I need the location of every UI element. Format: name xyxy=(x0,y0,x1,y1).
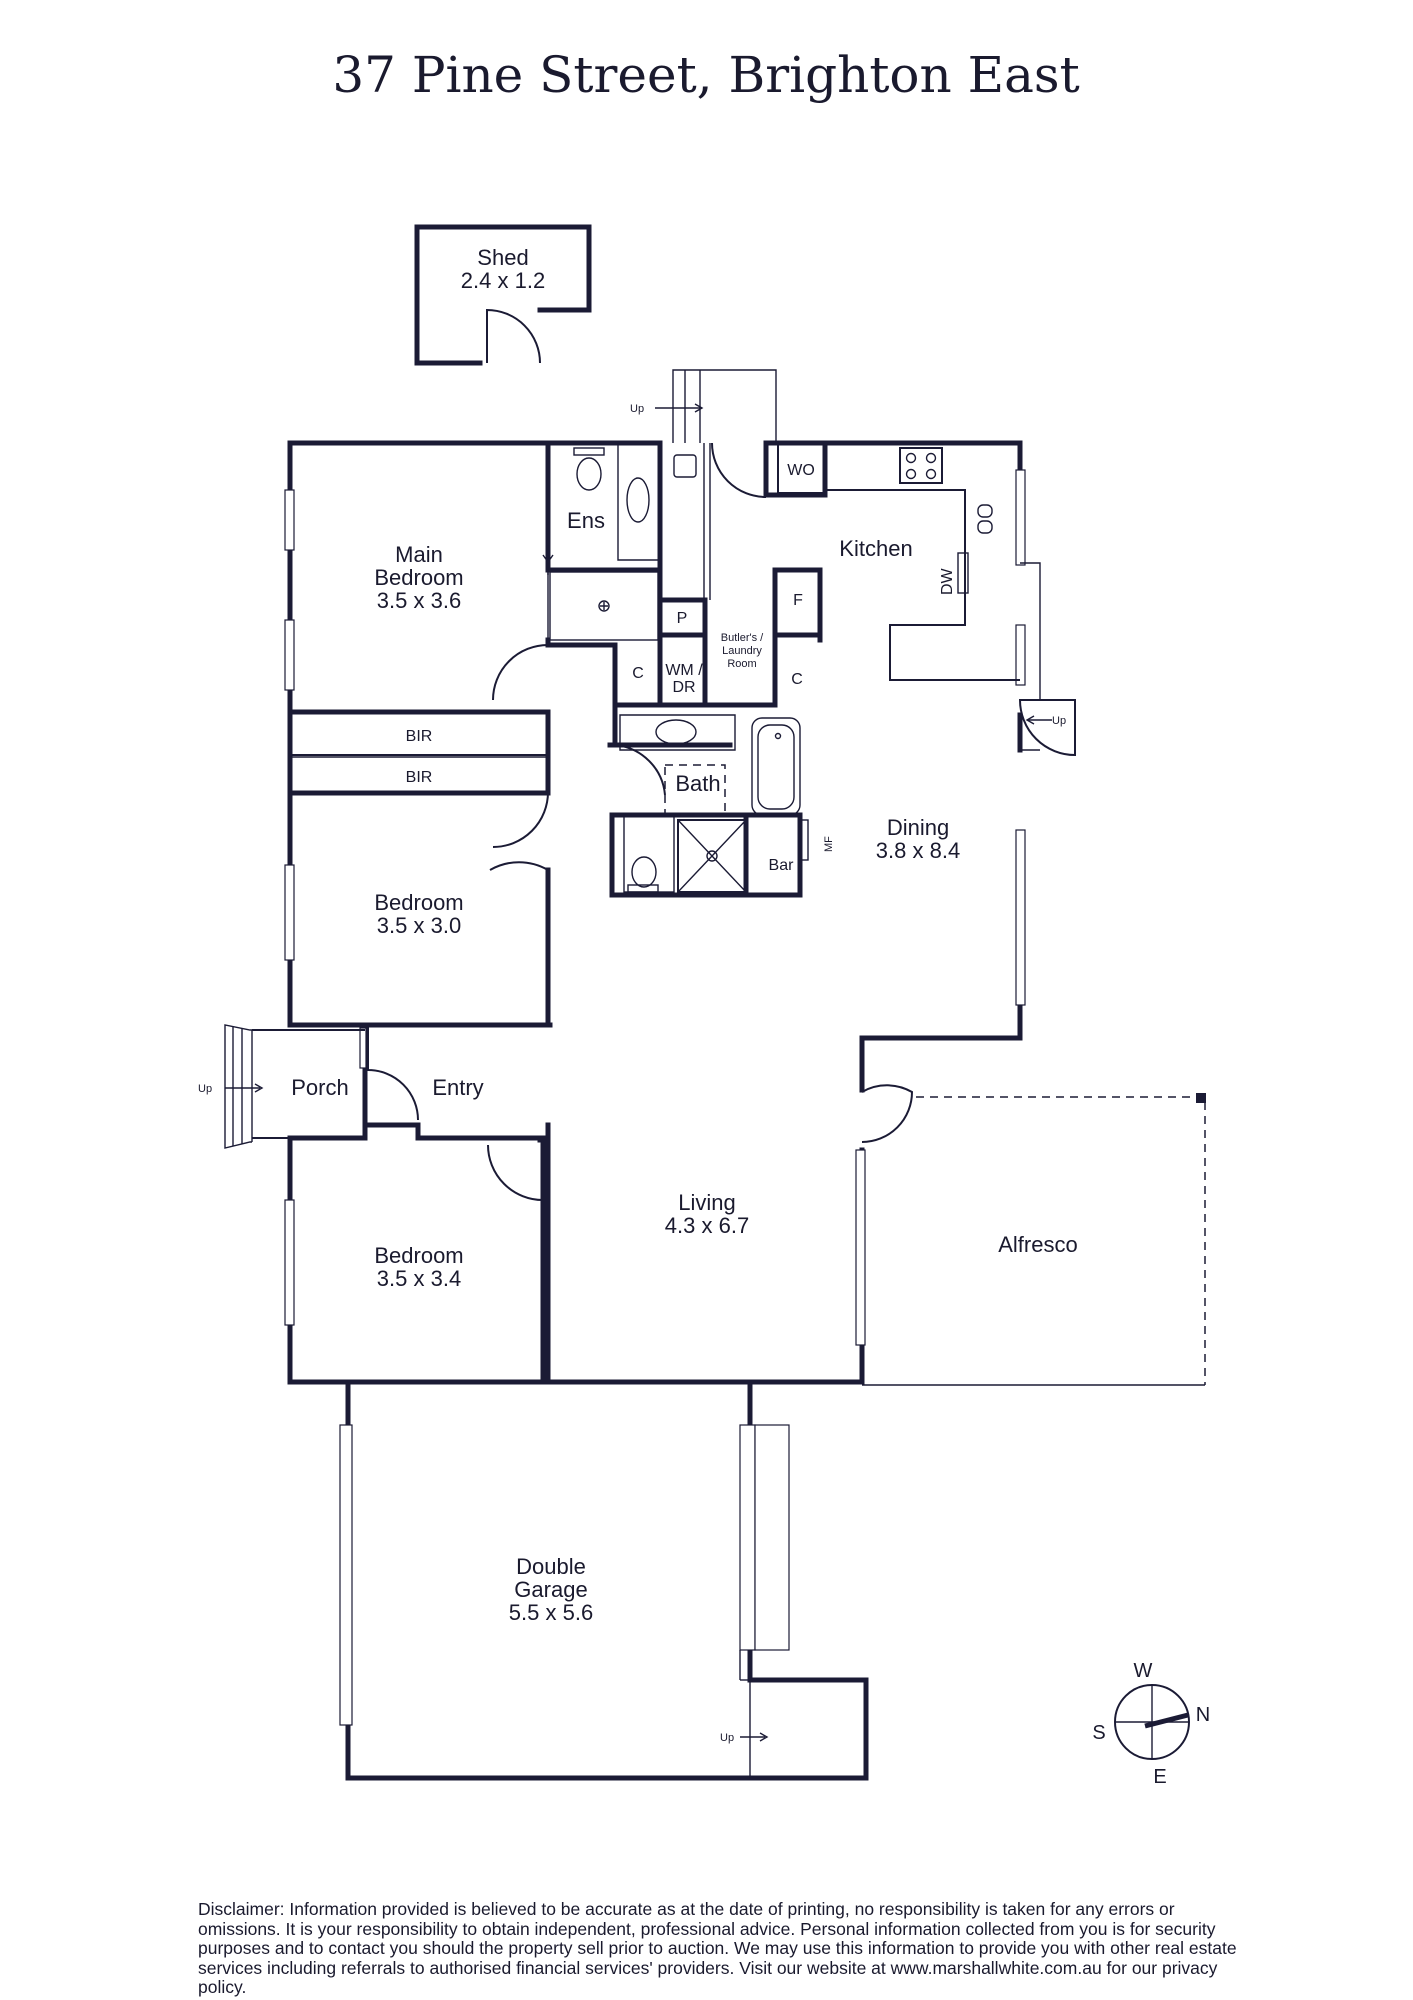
shed: Shed 2.4 x 1.2 xyxy=(414,224,592,366)
windows xyxy=(284,469,1026,1726)
front-steps: Up xyxy=(198,1024,365,1149)
dw-label: DW xyxy=(939,567,956,595)
garage-size: 5.5 x 5.6 xyxy=(509,1600,593,1625)
kitchen-label: Kitchen xyxy=(839,536,912,561)
bir-label-2: BIR xyxy=(406,769,433,786)
pantry-label: P xyxy=(677,610,688,627)
wm-label-1: WM / xyxy=(665,662,703,679)
exterior-walls xyxy=(287,440,1023,1781)
compass-w: W xyxy=(1134,1660,1153,1682)
doors xyxy=(367,442,1076,1202)
bathroom-fixtures: Bath Bar MF xyxy=(619,714,835,893)
page-title: 37 Pine Street, Brighton East xyxy=(332,46,1079,104)
bar-label: Bar xyxy=(769,857,795,874)
up-label-garage: Up xyxy=(720,1732,734,1744)
butlers-laundry: P C WM / DR Butler's / Laundry Room C xyxy=(614,443,803,705)
butlers-label-1: Butler's / xyxy=(721,632,764,644)
compass-n: N xyxy=(1196,1704,1210,1726)
garage-label-2: Garage xyxy=(514,1577,587,1602)
interior-walls xyxy=(287,440,823,1385)
mf-label: MF xyxy=(823,836,835,852)
entry-label: Entry xyxy=(432,1075,483,1100)
porch-label: Porch xyxy=(291,1075,348,1100)
butlers-label-3: Room xyxy=(727,658,756,670)
dining-label: Dining xyxy=(887,815,949,840)
up-label-side: Up xyxy=(1052,715,1066,727)
bir-label-1: BIR xyxy=(406,728,433,745)
shed-label: Shed xyxy=(477,245,528,270)
fridge-label: F xyxy=(793,592,803,609)
compass-s: S xyxy=(1092,1722,1105,1744)
bedroom3-label: Bedroom xyxy=(374,1243,463,1268)
garage-label-1: Double xyxy=(516,1554,586,1579)
ensuite-fixtures: Ens xyxy=(542,443,659,641)
bedroom2-size: 3.5 x 3.0 xyxy=(377,913,461,938)
wo-label: WO xyxy=(787,462,815,479)
main-bedroom-label-1: Main xyxy=(395,542,443,567)
room-labels: Main Bedroom 3.5 x 3.6 Dining 3.8 x 8.4 … xyxy=(291,542,1077,1625)
compass: W N S E xyxy=(1092,1660,1210,1788)
dining-size: 3.8 x 8.4 xyxy=(876,838,960,863)
main-bedroom-label-2: Bedroom xyxy=(374,565,463,590)
cupboard-label-right: C xyxy=(791,671,803,688)
alfresco-label: Alfresco xyxy=(998,1232,1077,1257)
disclaimer-text: Disclaimer: Information provided is beli… xyxy=(198,1899,1237,1997)
rear-steps: Up xyxy=(630,369,777,443)
compass-e: E xyxy=(1153,1766,1166,1788)
cupboard-label-left: C xyxy=(632,665,644,682)
butlers-label-2: Laundry xyxy=(722,645,762,657)
built-in-robes: BIR BIR xyxy=(290,728,548,793)
up-label-rear: Up xyxy=(630,403,644,415)
living-label: Living xyxy=(678,1190,735,1215)
up-label-front: Up xyxy=(198,1083,212,1095)
bath-label: Bath xyxy=(675,771,720,796)
living-size: 4.3 x 6.7 xyxy=(665,1213,749,1238)
garage-steps: Up xyxy=(720,1650,769,1778)
ens-label: Ens xyxy=(567,508,605,533)
kitchen-fixtures: WO DW F Kitchen xyxy=(775,442,1020,681)
bedroom2-label: Bedroom xyxy=(374,890,463,915)
side-steps: Up xyxy=(1025,715,1066,727)
main-bedroom-size: 3.5 x 3.6 xyxy=(377,588,461,613)
shed-size: 2.4 x 1.2 xyxy=(461,268,545,293)
wm-label-2: DR xyxy=(672,679,695,696)
alfresco-outline xyxy=(862,1093,1206,1386)
bedroom3-size: 3.5 x 3.4 xyxy=(377,1266,461,1291)
